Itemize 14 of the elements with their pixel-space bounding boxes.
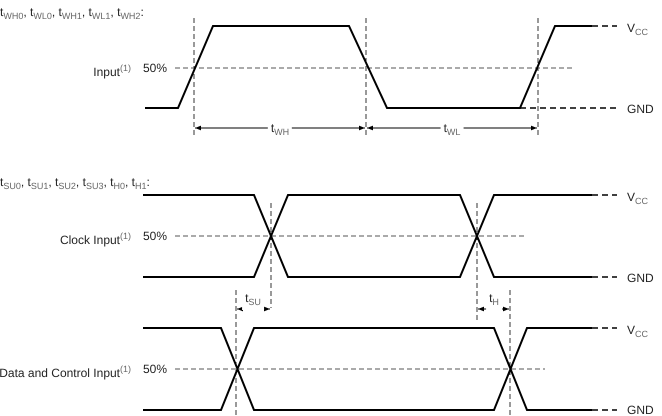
level-label: 50% <box>143 60 168 76</box>
voltage-label: V$_{CC}$ <box>627 20 648 39</box>
voltage-label: GND <box>627 101 654 117</box>
signal-label: Input$^{(1)}$ <box>93 62 131 80</box>
level-label: 50% <box>143 228 168 244</box>
timing-heading: t$_{WH0}$, t$_{WL0}$, t$_{WH1}$, t$_{WL1}$, t$_{WH2}$: <box>0 4 144 23</box>
level-label: 50% <box>143 361 168 377</box>
voltage-label: V$_{CC}$ <box>627 322 648 341</box>
voltage-label: GND <box>627 402 654 416</box>
voltage-label: V$_{CC}$ <box>627 189 648 208</box>
signal-label: Data and Control Input$^{(1)}$ <box>0 363 131 381</box>
voltage-label: GND <box>627 270 654 286</box>
timing-heading: t$_{SU0}$, t$_{SU1}$, t$_{SU2}$, t$_{SU3}$, t$_{H0}$, t$_{H1}$: <box>0 174 150 193</box>
signal-label: Clock Input$^{(1)}$ <box>60 230 131 248</box>
